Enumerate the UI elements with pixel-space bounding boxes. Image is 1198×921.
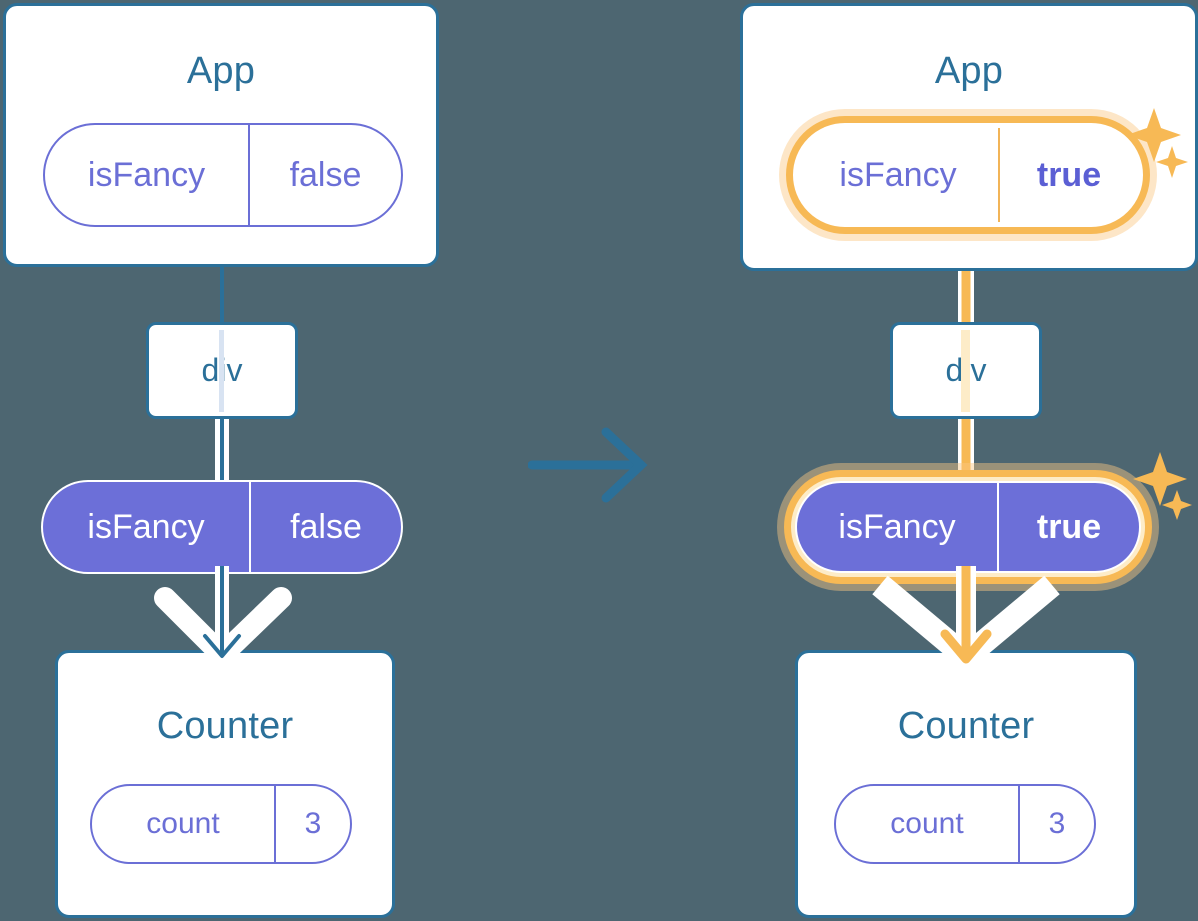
app-state-value-after: true: [998, 128, 1138, 222]
app-state-pill-before[interactable]: isFancy false: [43, 123, 403, 227]
sparkle-icon-prop-small: [1162, 490, 1192, 520]
app-state-key-after: isFancy: [839, 155, 957, 194]
prop-pill-value-after: true: [997, 483, 1139, 571]
transition-arrow: [528, 427, 648, 503]
right-arrow-icon: [528, 427, 648, 503]
counter-state-pill-before[interactable]: count 3: [90, 784, 352, 864]
counter-state-value: 3: [274, 786, 350, 862]
counter-state-pill-after[interactable]: count 3: [834, 784, 1096, 864]
app-state-value: false: [248, 125, 401, 225]
counter-state-key: count: [146, 807, 220, 840]
app-card-title: App: [186, 50, 256, 92]
fanout-wing-left-b: [211, 587, 292, 666]
fanout-wing-right-b: [958, 575, 1060, 667]
app-state-pill-after[interactable]: isFancy true: [798, 128, 1138, 222]
prop-pill-key-after: isFancy: [838, 507, 956, 546]
counter-card-title-after: Counter: [897, 705, 1035, 747]
prop-pill-key: isFancy: [87, 507, 205, 546]
app-card-title-after: App: [934, 50, 1004, 92]
app-state-key: isFancy: [87, 155, 206, 194]
counter-state-key-after: count: [890, 807, 964, 840]
prop-pill-before[interactable]: isFancy false: [41, 480, 403, 574]
prop-pill-value: false: [249, 482, 401, 572]
edge-through-div-left: [219, 330, 224, 412]
fanout-wing-left-a: [154, 587, 233, 666]
counter-card-after[interactable]: Counter: [795, 650, 1137, 918]
edge-through-div-right: [961, 330, 970, 412]
prop-pill-after[interactable]: isFancy true: [795, 481, 1141, 573]
fanout-wing-right-a: [872, 575, 974, 667]
counter-state-value-after: 3: [1018, 786, 1094, 862]
counter-card-title: Counter: [156, 705, 294, 747]
